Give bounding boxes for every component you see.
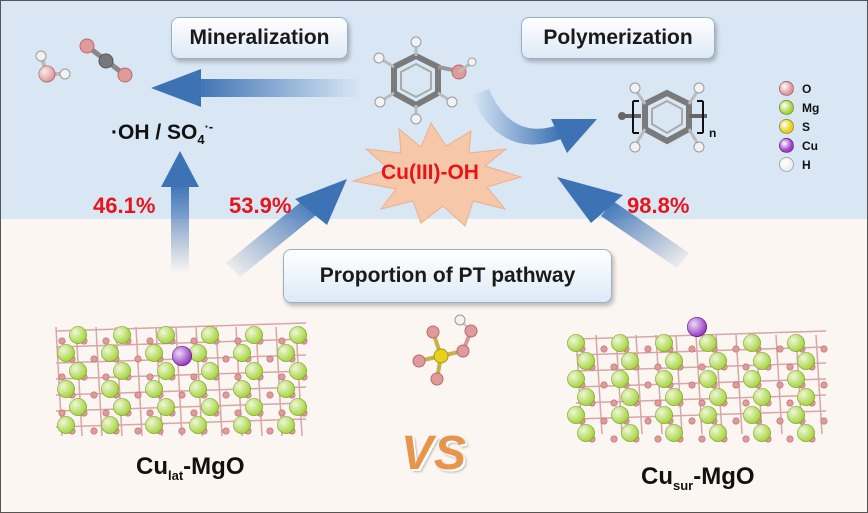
radicals-sup: ·- xyxy=(204,119,214,134)
percent-left-radical: 46.1% xyxy=(93,193,156,218)
arrow-up-left xyxy=(161,151,199,273)
pt-pathway-label: Proportion of PT pathway xyxy=(319,264,576,287)
legend-label: S xyxy=(802,119,811,134)
cu-sur-main: Cu xyxy=(641,463,673,490)
radicals-sub: 4 xyxy=(197,132,205,148)
legend-swatch xyxy=(779,119,794,134)
cu-lat-main: Cu xyxy=(136,453,168,480)
water-molecule xyxy=(35,50,71,83)
percent-right-cu: 98.8% xyxy=(627,193,690,218)
legend-label: O xyxy=(802,81,812,96)
persulfate-molecule xyxy=(412,314,478,386)
arrow-diagonal-left xyxy=(226,179,347,277)
legend-label: Mg xyxy=(802,100,820,115)
legend-item: Cu xyxy=(779,138,818,153)
radicals-label: ·OH / SO4·- xyxy=(111,119,213,147)
legend-label: Cu xyxy=(802,138,818,153)
legend-item: O xyxy=(779,81,811,96)
cu-sur-rest: -MgO xyxy=(693,463,755,490)
cu-sur-mgo-label: Cusur-MgO xyxy=(641,463,755,493)
vs-label: VS xyxy=(401,427,468,480)
polymer-n-label: n xyxy=(709,126,716,140)
legend-swatch xyxy=(779,81,794,96)
legend-swatch xyxy=(779,100,794,115)
percent-left-cu: 53.9% xyxy=(229,193,292,218)
arrow-diagonal-right xyxy=(557,177,689,268)
cu-lat-mgo-label: Culat-MgO xyxy=(136,453,244,483)
polymerization-box: Polymerization xyxy=(521,17,715,59)
cu-lat-mgo-slab xyxy=(55,322,308,437)
legend-label: H xyxy=(802,157,811,172)
co2-molecule xyxy=(79,38,133,83)
cu-sur-mgo-slab xyxy=(567,317,828,443)
cu-oh-burst xyxy=(351,121,523,227)
pt-pathway-box: Proportion of PT pathway xyxy=(283,249,612,303)
mineralization-box: Mineralization xyxy=(171,17,348,59)
phenol-molecule xyxy=(373,36,477,125)
legend-item: S xyxy=(779,119,810,134)
polymerization-label: Polymerization xyxy=(543,26,693,49)
legend-swatch xyxy=(779,157,794,172)
mineralization-label: Mineralization xyxy=(189,26,330,49)
arrow-curve-polymerization xyxy=(471,89,597,153)
cu-lat-sub: lat xyxy=(168,467,184,483)
legend-swatch xyxy=(779,138,794,153)
legend-item: H xyxy=(779,157,811,172)
cu-lat-rest: -MgO xyxy=(183,453,245,480)
polymer-unit xyxy=(618,82,707,153)
cu-sur-sub: sur xyxy=(673,477,694,493)
radicals-main: ·OH / SO xyxy=(111,121,198,144)
cu-oh-label: Cu(III)-OH xyxy=(381,161,479,184)
arrow-to-mineralization xyxy=(151,69,361,107)
legend-item: Mg xyxy=(779,100,819,115)
